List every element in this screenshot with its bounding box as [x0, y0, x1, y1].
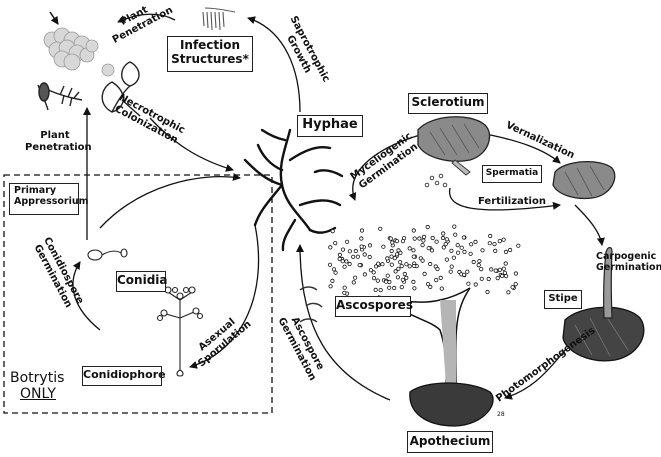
spermatia-image	[424, 159, 471, 188]
arrow-asexual-sporulation	[189, 224, 260, 369]
arrow-carpogenic-germination	[574, 204, 605, 246]
apothecium-label: Apothecium	[409, 434, 491, 448]
arrow-saprotrophic-growth	[247, 16, 301, 113]
spermatia-box: Spermatia	[482, 165, 542, 183]
infection-structures-label: Infection Structures*	[171, 38, 249, 66]
grape-pointer-arrow	[49, 11, 59, 25]
figure-number-label: 28	[497, 411, 505, 418]
arrow-myceliogenic-germination	[348, 134, 421, 201]
arrow-conidiospore-germination	[72, 261, 101, 331]
conidiophore-image	[156, 286, 204, 377]
botrytis-only-region	[3, 174, 273, 414]
sclerotium-image	[417, 116, 491, 162]
arrow-photomorphogenesis	[504, 349, 566, 400]
primary-appressorium-box: Primary Appressorium	[9, 183, 89, 215]
conidia-label: Conidia	[117, 273, 168, 287]
arrow-necrotrophic-colonization	[149, 117, 234, 172]
leaf-image	[101, 61, 141, 117]
conidia-box: Conidia	[116, 271, 168, 292]
fertilization-label: Fertilization	[478, 196, 546, 207]
ascospores-label: Ascospores	[336, 298, 413, 312]
arrow-to-hyphae-from-appressorium	[99, 173, 241, 229]
hyphae-box: Hyphae	[297, 115, 363, 137]
conidiophore-label: Conidiophore	[83, 368, 166, 381]
apothecium-box: Apothecium	[407, 431, 493, 453]
conidiophore-box: Conidiophore	[82, 366, 166, 386]
germinating-conidium-image	[87, 248, 128, 261]
plant-penetration-left-label: Plant Penetration	[25, 130, 92, 153]
sclerotium-label: Sclerotium	[411, 95, 485, 109]
spermatia-label: Spermatia	[485, 168, 539, 178]
infection-structures-box: Infection Structures*	[167, 36, 253, 72]
released-ascospores-image	[299, 286, 323, 323]
fertilized-sclerotium-image	[552, 160, 616, 200]
ascospores-box: Ascospores	[335, 296, 413, 317]
arrow-plant-penetration-top	[117, 13, 176, 23]
stipe-label: Stipe	[548, 293, 578, 304]
hyphae-network-image	[243, 128, 344, 252]
germinating-sclerotium-image	[562, 246, 645, 362]
arrow-ascospore-germination	[296, 244, 391, 401]
carpogenic-germination-label: Carpogenic Germination	[596, 251, 661, 273]
infected-twig-image	[37, 82, 83, 111]
hyphae-label: Hyphae	[302, 117, 358, 132]
sclerotium-box: Sclerotium	[408, 93, 488, 114]
stipe-box: Stipe	[544, 290, 582, 309]
grape-cluster-image	[43, 27, 115, 77]
arrow-fertilization	[448, 187, 561, 211]
only-label: ONLY	[20, 386, 56, 402]
primary-appressorium-label: Primary Appressorium	[14, 185, 89, 207]
ascospore-cloud-image	[327, 224, 521, 296]
botrytis-label: Botrytis	[10, 370, 65, 386]
infection-structures-image	[202, 7, 236, 31]
